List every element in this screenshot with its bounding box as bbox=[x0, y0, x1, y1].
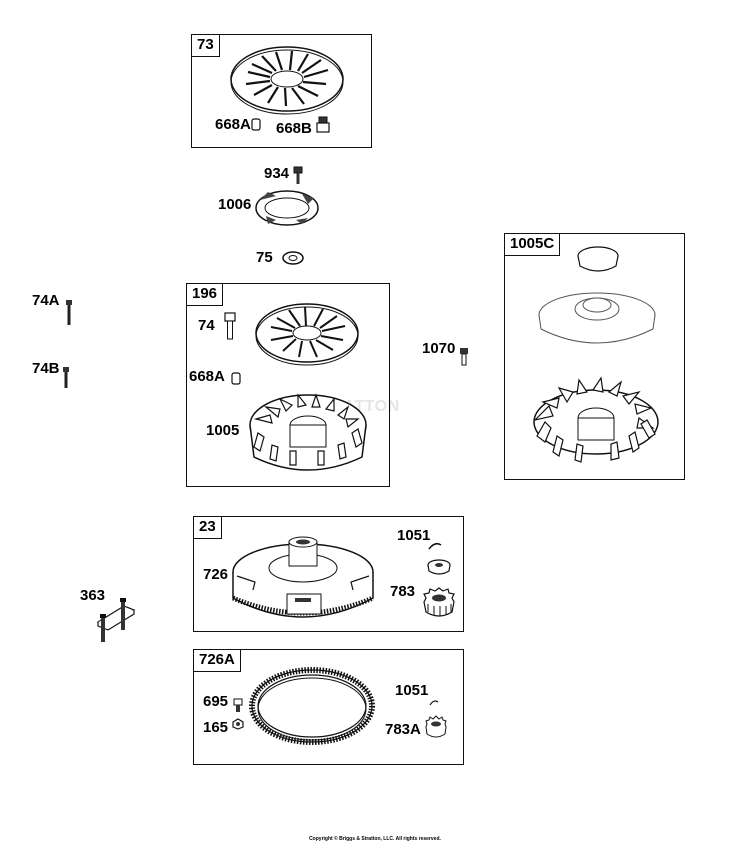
label-668A-top: 668A bbox=[215, 116, 251, 133]
label-74B: 74B bbox=[32, 360, 60, 377]
label-695: 695 bbox=[203, 693, 229, 710]
label-75: 75 bbox=[256, 249, 273, 266]
label-783A: 783A bbox=[385, 721, 421, 738]
screen-1005C bbox=[538, 292, 656, 344]
screw-74 bbox=[224, 312, 236, 340]
label-1006: 1006 bbox=[218, 196, 252, 213]
label-74: 74 bbox=[198, 317, 215, 334]
label-783: 783 bbox=[390, 583, 416, 600]
group-726A-tag: 726A bbox=[194, 650, 241, 672]
washer-75 bbox=[282, 251, 304, 265]
label-1005: 1005 bbox=[206, 422, 240, 439]
bolt-74A bbox=[66, 300, 72, 325]
flywheel-726 bbox=[232, 536, 374, 618]
label-726: 726 bbox=[203, 566, 229, 583]
label-668A: 668A bbox=[189, 368, 225, 385]
group-73-box: 73 bbox=[191, 34, 372, 148]
bolt-74B bbox=[63, 367, 69, 388]
cap-1005C bbox=[577, 246, 619, 272]
bracket-363 bbox=[96, 598, 136, 642]
ring-gear-726A bbox=[249, 667, 375, 745]
gear-783 bbox=[423, 587, 455, 617]
group-23-box: 23 bbox=[193, 516, 464, 632]
group-196-tag: 196 bbox=[187, 284, 224, 306]
group-726A-box: 726A bbox=[193, 649, 464, 765]
spacer-668A bbox=[231, 372, 241, 385]
rotating-screen-196 bbox=[255, 303, 359, 366]
nut-165 bbox=[232, 718, 244, 730]
group-196-box: 196 bbox=[186, 283, 390, 487]
screw-1070 bbox=[460, 348, 468, 366]
label-934: 934 bbox=[264, 165, 290, 182]
group-1005C-tag: 1005C bbox=[505, 234, 561, 256]
label-1051-b: 1051 bbox=[395, 682, 429, 699]
screw-668B bbox=[316, 116, 330, 133]
label-165: 165 bbox=[203, 719, 229, 736]
clip-1051-b bbox=[429, 700, 439, 706]
group-1005C-box: 1005C bbox=[504, 233, 685, 480]
ratchet-1006 bbox=[255, 190, 319, 226]
clip-1051-a bbox=[428, 542, 442, 550]
label-1070: 1070 bbox=[422, 340, 456, 357]
flywheel-fan-1005 bbox=[249, 393, 367, 471]
fan-1005C bbox=[533, 376, 659, 463]
washer-1051-a bbox=[427, 559, 451, 575]
screw-934 bbox=[293, 166, 303, 184]
label-363: 363 bbox=[80, 587, 106, 604]
group-73-tag: 73 bbox=[192, 35, 220, 57]
label-74A: 74A bbox=[32, 292, 60, 309]
screw-695 bbox=[233, 698, 243, 712]
copyright-notice: Copyright © Briggs & Stratton, LLC. All … bbox=[309, 836, 441, 842]
group-23-tag: 23 bbox=[194, 517, 222, 539]
label-1051-a: 1051 bbox=[397, 527, 431, 544]
rotating-screen-73 bbox=[230, 46, 344, 115]
label-668B: 668B bbox=[276, 120, 312, 137]
gear-783A bbox=[425, 715, 447, 738]
spacer-668A-top bbox=[251, 118, 261, 131]
